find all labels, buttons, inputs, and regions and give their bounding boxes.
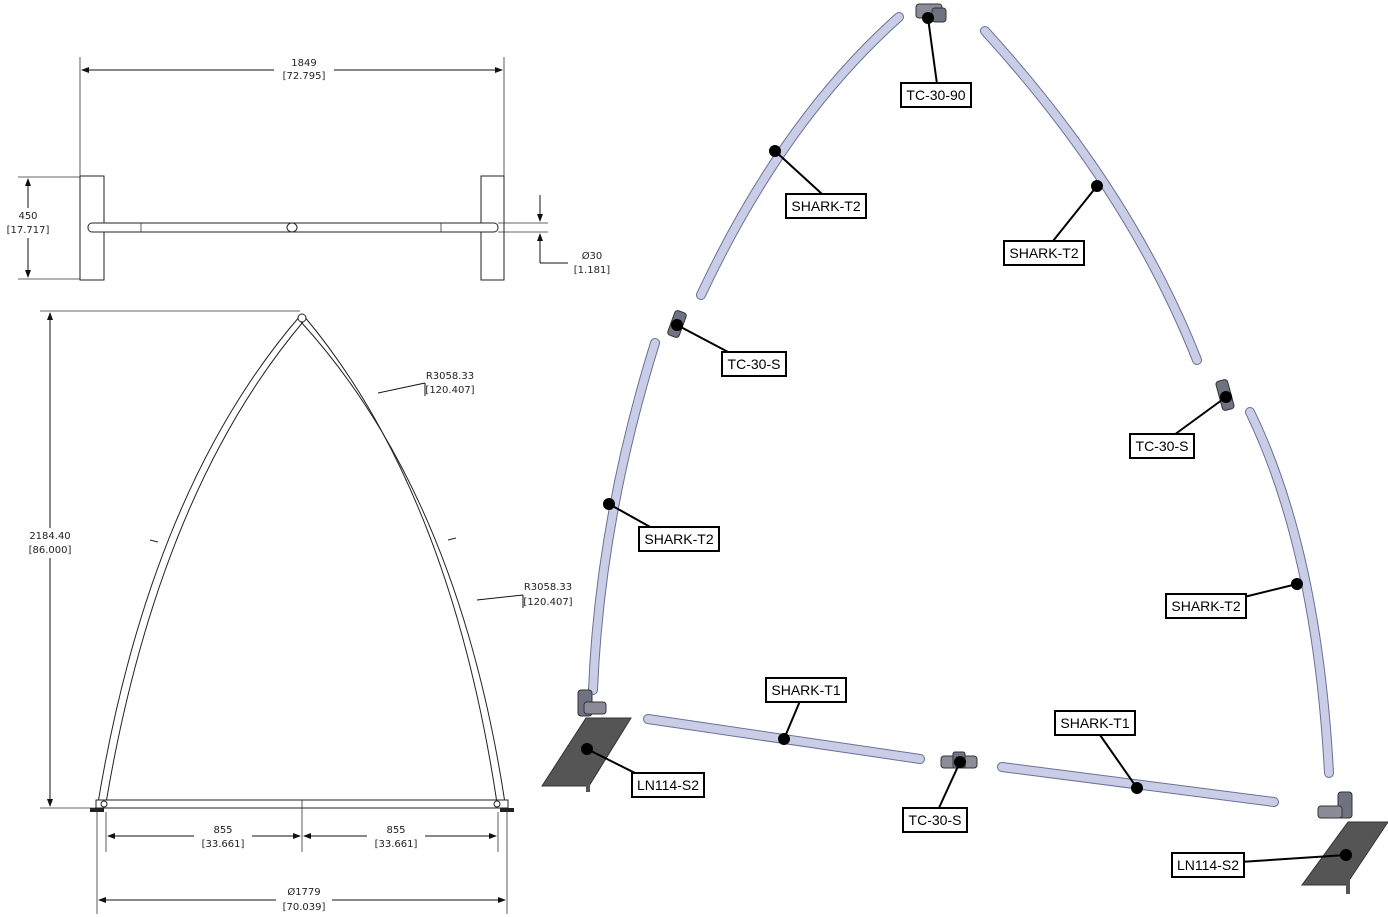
exploded-view: TC-30-90 SHARK-T2 SHARK-T2 TC-30-S TC-30… xyxy=(541,3,1388,894)
label-shark-t2-lower-right: SHARK-T2 xyxy=(1165,593,1247,619)
radius-lower-mm: R3058.33 xyxy=(524,582,572,593)
svg-text:TC-30-S: TC-30-S xyxy=(1136,438,1189,454)
svg-text:TC-30-90: TC-30-90 xyxy=(906,87,965,103)
shark-t2-upper-left-tube xyxy=(696,12,904,300)
half-right-mm: 855 xyxy=(386,825,405,836)
label-tc-30-s-bottom: TC-30-S xyxy=(902,807,968,833)
tube-top-view xyxy=(87,222,499,233)
svg-text:SHARK-T2: SHARK-T2 xyxy=(1171,598,1240,614)
svg-text:SHARK-T1: SHARK-T1 xyxy=(771,682,840,698)
radius-upper-mm: R3058.33 xyxy=(426,371,474,382)
radius-lower-in: [120.407] xyxy=(523,597,572,608)
label-ln114-s2-left: LN114-S2 xyxy=(631,772,705,798)
label-tc-30-s-right: TC-30-S xyxy=(1129,433,1195,459)
radius-upper-in: [120.407] xyxy=(425,385,474,396)
left-corner-connector xyxy=(577,689,607,717)
height-in: [86.000] xyxy=(29,545,72,556)
top-width-in: [72.795] xyxy=(283,71,326,82)
base-dia-mm: Ø1779 xyxy=(287,886,320,898)
shark-t2-upper-right-tube xyxy=(980,26,1202,365)
svg-text:SHARK-T2: SHARK-T2 xyxy=(791,198,860,214)
front-view: 2184.40 [86.000] R3058.33 [120.407] R305… xyxy=(22,310,573,914)
tube-dia-mm: Ø30 xyxy=(582,250,603,262)
base-dia-in: [70.039] xyxy=(283,902,326,913)
height-mm: 2184.40 xyxy=(29,531,70,542)
svg-text:SHARK-T2: SHARK-T2 xyxy=(644,531,713,547)
svg-text:TC-30-S: TC-30-S xyxy=(728,356,781,372)
top-height-mm: 450 xyxy=(18,211,37,222)
label-tc-30-90: TC-30-90 xyxy=(900,82,972,108)
half-right-in: [33.661] xyxy=(375,839,418,850)
tube-dia-in: [1.181] xyxy=(574,265,611,276)
half-left-in: [33.661] xyxy=(202,839,245,850)
svg-text:LN114-S2: LN114-S2 xyxy=(637,777,699,793)
svg-text:SHARK-T1: SHARK-T1 xyxy=(1060,715,1129,731)
label-ln114-s2-right: LN114-S2 xyxy=(1171,852,1245,878)
label-shark-t2-lower-left: SHARK-T2 xyxy=(638,526,720,552)
half-left-mm: 855 xyxy=(213,825,232,836)
right-corner-connector xyxy=(1317,791,1353,819)
top-view: 1849 [72.795] 450 [17.717] Ø30 [1.181] xyxy=(4,56,611,281)
shark-t2-lower-left-tube xyxy=(588,338,660,695)
top-height-in: [17.717] xyxy=(7,225,50,236)
svg-text:TC-30-S: TC-30-S xyxy=(909,812,962,828)
label-shark-t2-upper-left: SHARK-T2 xyxy=(785,193,867,219)
label-shark-t1-left: SHARK-T1 xyxy=(765,677,847,703)
svg-text:SHARK-T2: SHARK-T2 xyxy=(1009,245,1078,261)
label-shark-t2-upper-right: SHARK-T2 xyxy=(1003,240,1085,266)
top-width-mm: 1849 xyxy=(291,58,316,69)
svg-text:LN114-S2: LN114-S2 xyxy=(1177,857,1239,873)
label-tc-30-s-left: TC-30-S xyxy=(721,351,787,377)
label-shark-t1-right: SHARK-T1 xyxy=(1054,710,1136,736)
